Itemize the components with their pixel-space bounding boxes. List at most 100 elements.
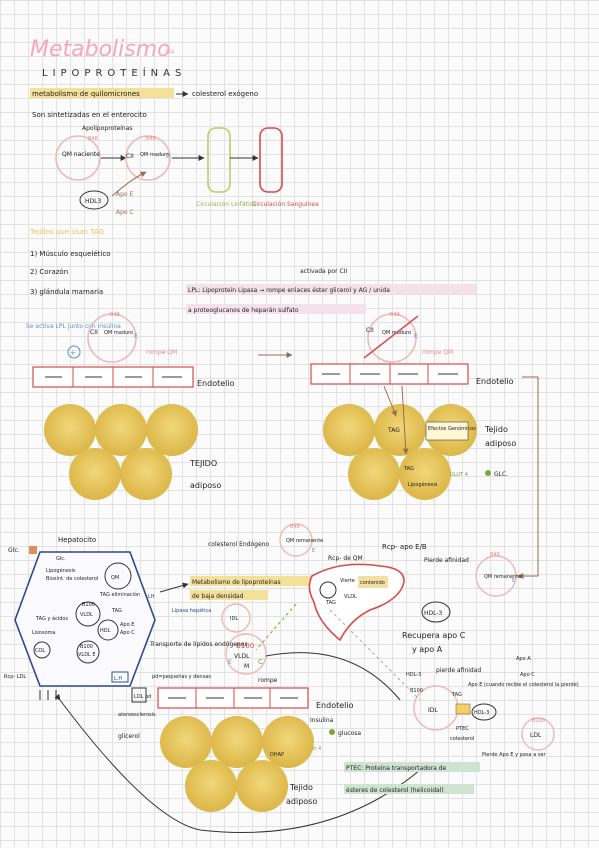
e-label: E bbox=[134, 333, 138, 340]
ldl-pd-label: LDL pd bbox=[134, 694, 151, 700]
highlight bbox=[190, 576, 312, 586]
qm-maduro-circle bbox=[367, 313, 417, 363]
vierte-label: Vierte bbox=[340, 578, 355, 584]
efectos-genomicos: Efectos Genómicos bbox=[428, 425, 476, 432]
hdl3-oval bbox=[421, 601, 451, 623]
highlight-quilo bbox=[30, 88, 174, 98]
qm-maduro-label: QM maduro bbox=[140, 152, 169, 158]
endotelio-label: Endotelio bbox=[197, 379, 235, 388]
highlight bbox=[186, 304, 366, 314]
receptor-icon bbox=[39, 690, 57, 700]
apo-e-label: Apo E bbox=[120, 622, 134, 628]
endotelio-label: Endotelio bbox=[476, 377, 514, 386]
ldl-circle bbox=[521, 717, 555, 751]
pierde-afinidad-label: pierde afinidad bbox=[436, 667, 481, 674]
hdl3-label: HDL3 bbox=[85, 198, 101, 205]
sanguinea-tube bbox=[259, 127, 283, 193]
transporte-label-1: Transporte de lípidos endógenos bbox=[149, 641, 248, 648]
dashed-connector bbox=[255, 603, 297, 651]
qm-remanente-label: QM remanente bbox=[286, 538, 323, 544]
qm-maduro-circle bbox=[125, 135, 171, 181]
qm-remanente-label: QM remanente bbox=[484, 574, 521, 580]
hdl3-oval bbox=[471, 703, 497, 721]
apo-e-label: Apo E bbox=[116, 191, 133, 198]
apo-c-label: Apo C bbox=[520, 672, 535, 678]
hdl3-label: HDL-3 bbox=[474, 710, 489, 716]
tag-label: TAG bbox=[111, 608, 122, 614]
glucosa-label: glucosa bbox=[338, 730, 361, 737]
highlight bbox=[344, 784, 474, 794]
qm-circle bbox=[104, 562, 132, 590]
highlight bbox=[186, 284, 476, 294]
fat-cell bbox=[160, 716, 212, 768]
apo-a-label: Apo A bbox=[516, 656, 531, 662]
fat-cell bbox=[374, 404, 426, 456]
b48-label: B48 bbox=[88, 136, 98, 142]
linfatica-tube bbox=[207, 127, 231, 193]
qm-naciente-label: QM naciente bbox=[62, 151, 100, 158]
qm-maduro-circle bbox=[87, 313, 137, 363]
connector bbox=[265, 652, 401, 701]
hdl-label: HDL bbox=[100, 628, 111, 634]
vldl-label: VLDL bbox=[344, 594, 357, 600]
hepatocito-title: Hepatocito bbox=[58, 536, 96, 544]
plus-icon bbox=[67, 345, 81, 359]
highlight bbox=[190, 590, 268, 600]
glc-dot bbox=[485, 470, 491, 476]
fat-cell bbox=[120, 448, 172, 500]
qm-label: QM bbox=[111, 575, 119, 581]
se-activa-lpl: Se activa LPL junto con insulina bbox=[26, 323, 121, 330]
glc-inner: Glc. bbox=[56, 556, 66, 562]
vldl-label: VLDL bbox=[80, 612, 93, 618]
b48-label: B48 bbox=[146, 136, 156, 142]
fat-cell bbox=[348, 448, 400, 500]
dashed-connector bbox=[329, 609, 421, 701]
tejidos-item: 2) Corazón bbox=[30, 268, 68, 276]
b48-label: B48 bbox=[490, 552, 500, 558]
lpl-line2: a proteoglucanos de heparán sulfato bbox=[188, 307, 299, 314]
metabolismo-ldl-1: Metabolismo de lipoproteínas bbox=[192, 579, 281, 586]
fat-cell bbox=[236, 760, 288, 812]
adiposo-label: adiposo bbox=[485, 439, 516, 448]
b48-label: B48 bbox=[110, 312, 120, 318]
fat-cell bbox=[95, 404, 147, 456]
lipasa-hepatica: Lipasa hepática bbox=[172, 607, 211, 614]
hdl3-oval bbox=[79, 190, 109, 210]
dhap-label: DHAP bbox=[270, 752, 284, 758]
tejidos-item: 3) glándula mamaria bbox=[30, 288, 103, 296]
rcp-apo-label: Rcp- apo E/B bbox=[382, 543, 427, 551]
arrow bbox=[159, 582, 189, 593]
subtitle: LIPOPROTEÍNAS bbox=[42, 66, 186, 79]
cii-label: CII bbox=[126, 153, 134, 160]
arrow bbox=[383, 385, 397, 417]
arrow bbox=[54, 693, 421, 833]
b100-label: B100 bbox=[532, 718, 545, 724]
qm-maduro-label: QM maduro bbox=[104, 330, 133, 336]
tejidos-heading: Tejidos que usan TAG bbox=[29, 228, 104, 236]
fat-cell bbox=[146, 404, 198, 456]
ldl-label: LDL bbox=[530, 732, 542, 739]
page-title: Metabolismo bbox=[30, 37, 171, 62]
e-label: E bbox=[312, 548, 315, 554]
contenido-label: contenido bbox=[360, 580, 385, 586]
idl-label: IDL bbox=[230, 616, 238, 622]
circ-linfatica-label: Circulación Linfática bbox=[196, 201, 257, 208]
tag-elim: TAG eliminación bbox=[99, 591, 140, 598]
glc-label: GLC. bbox=[494, 471, 508, 478]
fat-cell bbox=[44, 404, 96, 456]
cii-label: CII bbox=[90, 329, 98, 336]
highlight bbox=[344, 762, 480, 772]
tejido-label: Tejido bbox=[289, 783, 313, 792]
hdl3-label: HDL-3 bbox=[406, 672, 421, 678]
tejidos-item: 1) Músculo esquelético bbox=[30, 250, 110, 258]
tag-acidos: TAG y ácidos bbox=[35, 615, 68, 622]
efectos-box bbox=[425, 421, 469, 441]
e-label: E bbox=[166, 153, 170, 160]
rompe-label: rompe bbox=[258, 677, 278, 684]
lipogenesis-label: Lipogénesis bbox=[46, 567, 76, 574]
ptec-barrel bbox=[455, 703, 471, 715]
pierde-apo-label: Pierde Apo E y pasa a ser bbox=[482, 752, 547, 758]
apolipoproteinas-label: Apolipoproteínas bbox=[82, 125, 133, 132]
ldl-pd-box bbox=[131, 687, 147, 703]
